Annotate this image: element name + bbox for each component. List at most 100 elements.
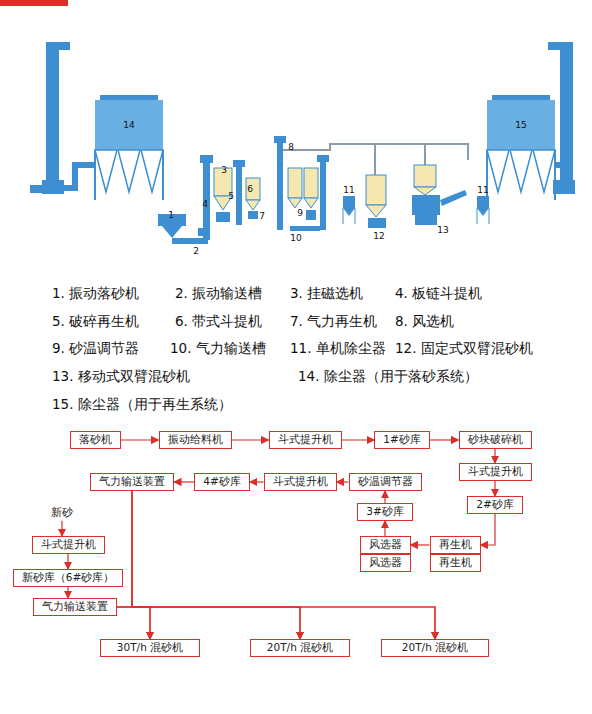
flow-arrow (132, 491, 300, 639)
process-box: 砂温调节器 (349, 473, 422, 491)
part-list-item: 7. 气力再生机 (290, 313, 377, 329)
box-text: 落砂机 (79, 433, 112, 447)
part-list-item: 15. 除尘器（用于再生系统） (52, 396, 232, 412)
flow-arrow (494, 449, 495, 463)
box-text: 斗式提升机 (468, 465, 523, 479)
part-list-item: 10. 气力输送槽 (170, 340, 266, 356)
process-box: 风选器 (360, 554, 411, 572)
flow-arrow (232, 439, 269, 440)
callout-number: 11 (343, 186, 354, 195)
callout-number: 1 (168, 211, 174, 220)
part-list-item: 3. 挂磁选机 (290, 285, 363, 301)
flow-arrow (384, 521, 385, 536)
box-text: 振动给料机 (168, 433, 223, 447)
process-box: 2#砂库 (467, 496, 522, 514)
part-list-item: 1. 振动落砂机 (52, 285, 139, 301)
box-text: 再生机 (439, 556, 472, 570)
process-box: 再生机 (430, 536, 481, 554)
process-box: 30T/h 混砂机 (100, 639, 200, 657)
part-list-item: 9. 砂温调节器 (52, 340, 139, 356)
box-text: 1#砂库 (383, 433, 420, 447)
box-text: 斗式提升机 (278, 433, 333, 447)
flow-arrow (117, 607, 300, 639)
part-list-item: 11. 单机除尘器 (290, 340, 386, 356)
callout-number: 10 (290, 234, 301, 243)
flow-arrow (117, 607, 435, 639)
box-text: 新砂库（6#砂库） (22, 571, 114, 585)
process-box: 斗式提升机 (459, 463, 532, 481)
process-box: 4#砂库 (194, 473, 249, 491)
part-list-item: 2. 振动输送槽 (175, 285, 262, 301)
process-box: 落砂机 (70, 431, 121, 449)
box-text: 风选器 (369, 556, 402, 570)
callout-number: 7 (259, 212, 265, 221)
part-list-item: 5. 破碎再生机 (52, 313, 139, 329)
flow-arrow (61, 521, 62, 536)
box-text: 20T/h 混砂机 (259, 641, 341, 655)
dust-collector-right (487, 42, 575, 200)
callout-number: 11 (477, 186, 488, 195)
box-text: 风选器 (369, 538, 402, 552)
callout-number: 5 (228, 192, 234, 201)
box-text: 气力输送装置 (42, 600, 108, 614)
box-text: 新砂 (51, 506, 73, 520)
box-text: 再生机 (439, 538, 472, 552)
flow-arrow (384, 491, 385, 503)
callout-number: 8 (288, 143, 294, 152)
process-box: 气力输送装置 (33, 598, 117, 616)
part-list-item: 13. 移动式双臂混砂机 (52, 368, 190, 384)
process-box: 斗式提升机 (32, 536, 105, 554)
flow-arrow (430, 439, 459, 440)
process-box: 1#砂库 (374, 431, 429, 449)
process-equipment (158, 136, 489, 244)
box-text: 2#砂库 (476, 498, 513, 512)
box-text: 3#砂库 (366, 505, 403, 519)
flow-arrow (121, 439, 159, 440)
process-box: 3#砂库 (357, 503, 412, 521)
process-box: 砂块破碎机 (459, 431, 532, 449)
box-text: 砂温调节器 (358, 475, 413, 489)
flow-arrow (494, 481, 495, 496)
process-box: 再生机 (430, 554, 481, 572)
box-text: 斗式提升机 (273, 475, 328, 489)
callout-number: 2 (193, 247, 199, 256)
part-list-item: 6. 带式斗提机 (175, 313, 262, 329)
part-list-item: 4. 板链斗提机 (395, 285, 482, 301)
callout-number: 12 (373, 232, 384, 241)
process-box: 20T/h 混砂机 (250, 639, 350, 657)
callout-number: 9 (297, 209, 303, 218)
part-list-item: 8. 风选机 (395, 313, 454, 329)
process-box: 气力输送装置 (90, 473, 174, 491)
process-box: 20T/h 混砂机 (381, 639, 489, 657)
flow-arrow (67, 554, 68, 569)
flow-arrow (250, 481, 264, 482)
process-box: 风选器 (360, 536, 411, 554)
corner-bar (0, 0, 68, 6)
dust-collector-left (30, 42, 163, 200)
flow-arrow (174, 481, 194, 482)
input-node: 新砂 (49, 505, 75, 521)
callout-number: 14 (123, 121, 134, 130)
callout-number: 4 (202, 200, 208, 209)
part-list-item: 14. 除尘器（用于落砂系统） (298, 368, 478, 384)
flow-arrow (337, 481, 349, 482)
flow-arrow (117, 607, 150, 639)
box-text: 气力输送装置 (99, 475, 165, 489)
box-text: 4#砂库 (203, 475, 240, 489)
process-box: 斗式提升机 (264, 473, 337, 491)
box-text: 30T/h 混砂机 (109, 641, 191, 655)
flow-arrow (132, 491, 150, 639)
process-box: 斗式提升机 (269, 431, 342, 449)
part-list-item: 12. 固定式双臂混砂机 (395, 340, 533, 356)
box-text: 斗式提升机 (41, 538, 96, 552)
process-box: 振动给料机 (159, 431, 232, 449)
flow-arrow (411, 544, 430, 545)
callout-number: 3 (221, 166, 227, 175)
box-text: 20T/h 混砂机 (390, 641, 480, 655)
flow-arrow (342, 439, 375, 440)
callout-number: 6 (247, 185, 253, 194)
flow-arrow (132, 491, 435, 639)
flow-arrow (67, 587, 68, 598)
callout-number: 15 (515, 121, 526, 130)
flow-arrow (481, 514, 495, 545)
